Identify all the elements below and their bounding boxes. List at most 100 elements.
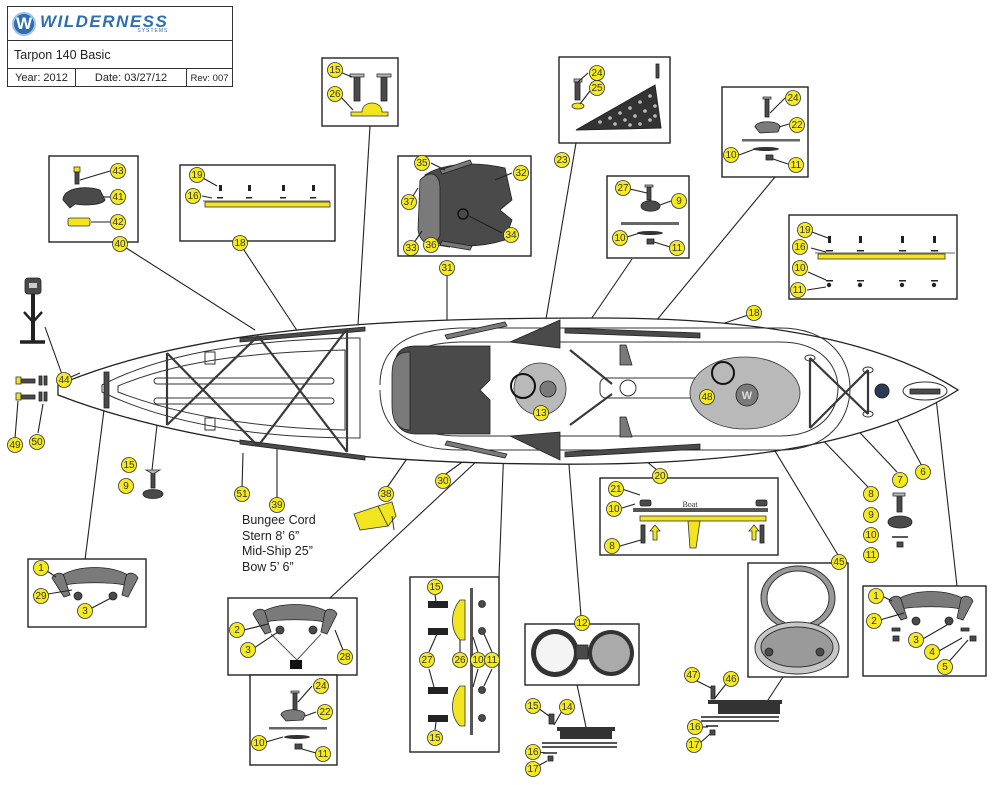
- callout-c2b: 2: [866, 613, 882, 629]
- callout-c3c: 3: [908, 632, 924, 648]
- callout-badge: [232, 235, 248, 251]
- callout-c47: 47: [684, 667, 700, 683]
- callout-number: 16: [689, 722, 701, 733]
- callout-c37: 37: [401, 194, 417, 210]
- callout-number: 51: [236, 489, 248, 500]
- callout-c50: 50: [29, 434, 45, 450]
- callout-c43: 43: [110, 163, 126, 179]
- callout-c27a: 27: [615, 180, 631, 196]
- detail-box-bow-handle: [862, 585, 987, 677]
- callout-c15d: 15: [427, 730, 443, 746]
- callout-badge: [687, 719, 703, 735]
- callout-badge: [401, 194, 417, 210]
- callout-badge: [313, 678, 329, 694]
- callout-number: 46: [725, 674, 737, 685]
- callout-badge: [110, 214, 126, 230]
- callout-badge: [792, 260, 808, 276]
- callout-c17b: 17: [686, 737, 702, 753]
- callout-number: 30: [437, 476, 449, 487]
- callout-badge: [414, 155, 430, 171]
- callout-number: 11: [793, 285, 804, 296]
- callout-c10a: 10: [612, 230, 628, 246]
- callout-badge: [452, 652, 468, 668]
- boat-label: Boat: [682, 500, 698, 509]
- callout-badge: [589, 80, 605, 96]
- callout-badge: [892, 472, 908, 488]
- callout-badge: [937, 659, 953, 675]
- callout-c10f: 10: [251, 735, 267, 751]
- detail-box-foot-brace: Boat: [599, 477, 779, 556]
- callout-badge: [863, 507, 879, 523]
- callout-c23: 23: [554, 152, 570, 168]
- callout-number: 40: [114, 239, 126, 250]
- callout-c16c: 16: [525, 744, 541, 760]
- loose-parts-bow: [887, 492, 913, 548]
- callout-number: 15: [429, 733, 441, 744]
- callout-number: 11: [866, 550, 877, 561]
- callout-number: 15: [527, 701, 539, 712]
- callout-badge: [185, 188, 201, 204]
- callout-c10g: 10: [470, 652, 486, 668]
- callout-c10d: 10: [606, 501, 622, 517]
- callout-c24c: 24: [313, 678, 329, 694]
- callout-number: 4: [929, 647, 935, 658]
- callout-number: 27: [421, 655, 433, 666]
- callout-badge: [525, 761, 541, 777]
- date-field: Date: 03/27/12: [76, 69, 187, 87]
- model-name: Tarpon 140 Basic: [8, 41, 232, 69]
- callout-c21: 21: [608, 481, 624, 497]
- callout-number: 33: [405, 243, 417, 254]
- callout-c26a: 26: [327, 86, 343, 102]
- callout-badge: [908, 632, 924, 648]
- callout-c6: 6: [915, 464, 931, 480]
- callout-c26b: 26: [452, 652, 468, 668]
- leader-23: [544, 142, 577, 326]
- callout-badge: [863, 547, 879, 563]
- callout-number: 19: [799, 225, 811, 236]
- callout-number: 44: [58, 375, 70, 386]
- callout-badge: [503, 227, 519, 243]
- callout-badge: [915, 464, 931, 480]
- callout-c14: 14: [559, 699, 575, 715]
- center-hatch-section: [535, 707, 617, 768]
- callout-c11b: 11: [788, 157, 804, 173]
- callout-badge: [439, 260, 455, 276]
- callout-c18a: 18: [232, 235, 248, 251]
- detail-box-deck-loop-lower: [249, 674, 338, 766]
- callout-c22b: 22: [317, 704, 333, 720]
- callout-badge: [866, 613, 882, 629]
- callout-number: 16: [794, 242, 806, 253]
- callout-number: 1: [38, 563, 44, 574]
- callout-badge: [513, 165, 529, 181]
- svg-text:W: W: [742, 390, 753, 402]
- callout-number: 49: [9, 440, 21, 451]
- callout-c16b: 16: [792, 239, 808, 255]
- brand-subtitle: SYSTEMS: [137, 28, 169, 34]
- callout-badge: [746, 305, 762, 321]
- callout-c36: 36: [423, 237, 439, 253]
- callout-c15e: 15: [525, 698, 541, 714]
- callout-number: 36: [425, 240, 437, 251]
- callout-badge: [671, 193, 687, 209]
- callout-number: 12: [576, 618, 588, 629]
- callout-number: 17: [527, 764, 539, 775]
- callout-c18b: 18: [746, 305, 762, 321]
- callout-c11d: 11: [863, 547, 879, 563]
- detail-box-stern-track: [179, 164, 336, 242]
- callout-c24b: 24: [785, 90, 801, 106]
- callout-badge: [7, 437, 23, 453]
- bungee-cord-note: Bungee Cord Stern 8’ 6” Mid-Ship 25” Bow…: [242, 513, 316, 575]
- callout-badge: [533, 405, 549, 421]
- callout-c15b: 15: [121, 457, 137, 473]
- callout-badge: [121, 457, 137, 473]
- callout-badge: [684, 667, 700, 683]
- callout-badge: [110, 163, 126, 179]
- callout-badge: [669, 240, 685, 256]
- kayak-hull: W: [57, 317, 960, 465]
- callout-number: 47: [686, 670, 698, 681]
- callout-badge: [723, 147, 739, 163]
- callout-badge: [699, 389, 715, 405]
- callout-badge: [789, 117, 805, 133]
- rudder-parts: [14, 277, 48, 439]
- callout-c30: 30: [435, 473, 451, 489]
